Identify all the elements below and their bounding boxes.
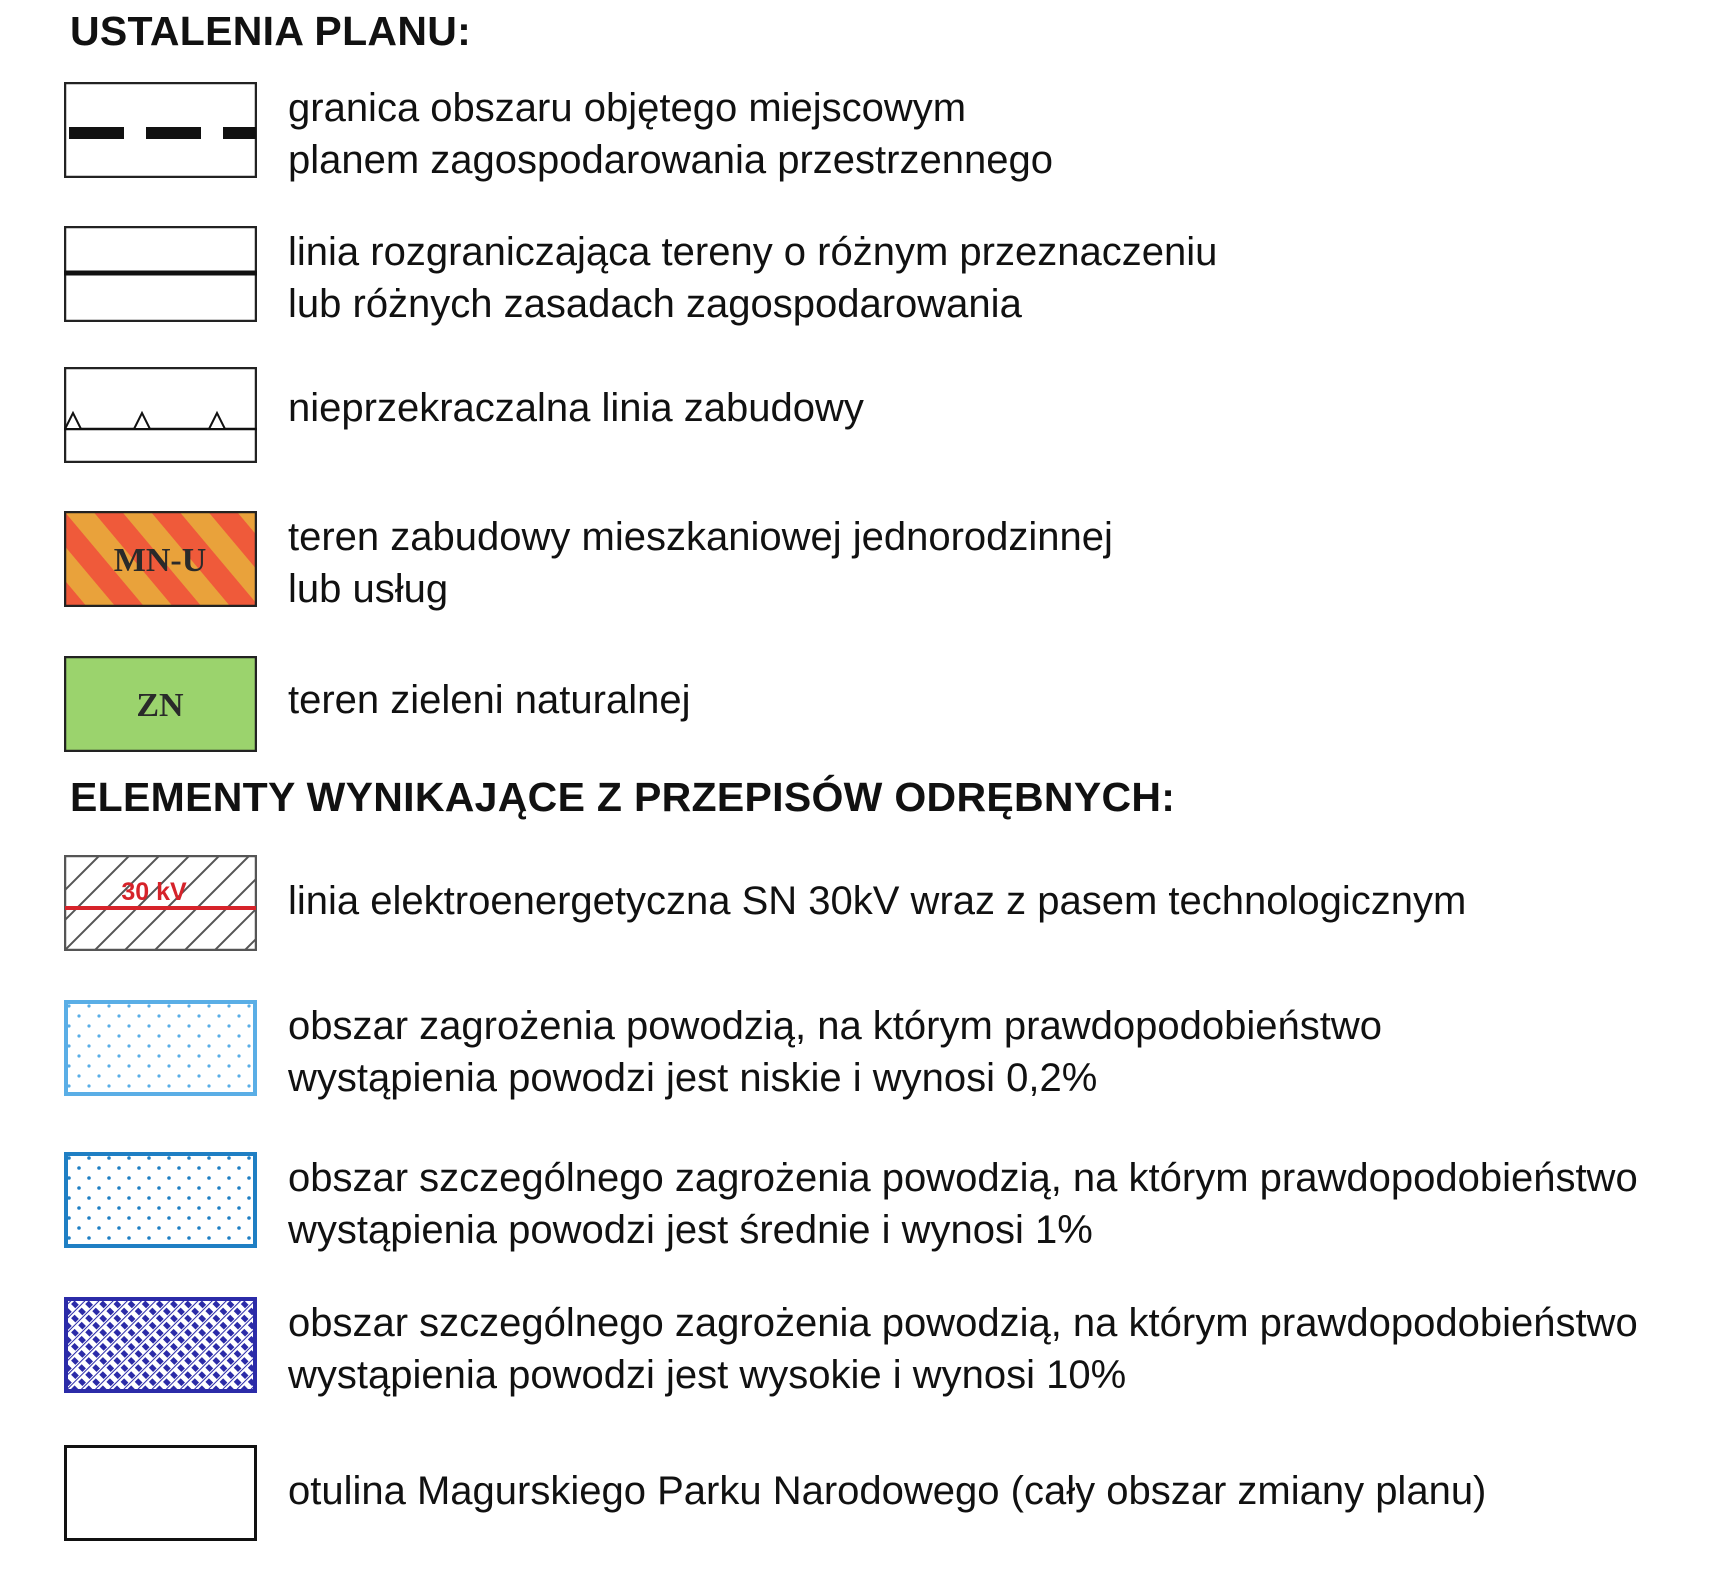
blue-dotted-swatch-icon bbox=[64, 1152, 257, 1248]
empty-outline-swatch-icon bbox=[64, 1445, 257, 1541]
legend-item-flood-medium: obszar szczególnego zagrożenia powodzią,… bbox=[64, 1152, 1724, 1252]
legend-label: linia rozgraniczająca tereny o różnym pr… bbox=[288, 230, 1218, 326]
legend-label: granica obszaru objętego miejscowym plan… bbox=[288, 86, 1053, 182]
voltage-label: 30 kV bbox=[121, 878, 187, 906]
legend-item-power-line: 30 kV linia elektroenergetyczna SN 30kV … bbox=[64, 855, 1724, 955]
legend-label: linia elektroenergetyczna SN 30kV wraz z… bbox=[288, 879, 1467, 923]
legend-item-zn: ZN teren zieleni naturalnej bbox=[64, 656, 1724, 756]
legend-item-flood-low: obszar zagrożenia powodzią, na którym pr… bbox=[64, 1000, 1724, 1100]
legend-item-flood-high: obszar szczególnego zagrożenia powodzią,… bbox=[64, 1297, 1724, 1397]
zone-code-mnu: MN-U bbox=[114, 542, 207, 579]
legend-label: nieprzekraczalna linia zabudowy bbox=[288, 386, 864, 430]
legend-item-park-buffer: otulina Magurskiego Parku Narodowego (ca… bbox=[64, 1445, 1724, 1545]
light-blue-dotted-swatch-icon bbox=[64, 1000, 257, 1096]
green-zone-swatch-icon: ZN bbox=[64, 656, 257, 752]
section-title-plan: USTALENIA PLANU: bbox=[70, 8, 472, 54]
legend-label: teren zabudowy mieszkaniowej jednorodzin… bbox=[288, 515, 1113, 611]
legend-label: otulina Magurskiego Parku Narodowego (ca… bbox=[288, 1469, 1487, 1513]
legend-label: obszar szczególnego zagrożenia powodzią,… bbox=[288, 1301, 1638, 1397]
legend-item-dividing-line: linia rozgraniczająca tereny o różnym pr… bbox=[64, 226, 1724, 326]
legend-item-plan-boundary: granica obszaru objętego miejscowym plan… bbox=[64, 82, 1724, 182]
legend-label: obszar zagrożenia powodzią, na którym pr… bbox=[288, 1004, 1382, 1100]
legend-label: obszar szczególnego zagrożenia powodzią,… bbox=[288, 1156, 1638, 1252]
section-title-other-regulations: ELEMENTY WYNIKAJĄCE Z PRZEPISÓW ODRĘBNYC… bbox=[70, 774, 1176, 820]
legend-label: teren zieleni naturalnej bbox=[288, 678, 691, 722]
power-line-hatched-swatch-icon: 30 kV bbox=[64, 855, 257, 951]
legend-item-building-line: nieprzekraczalna linia zabudowy bbox=[64, 367, 1724, 467]
zone-code-zn: ZN bbox=[136, 687, 184, 724]
building-line-triangles-icon bbox=[64, 367, 257, 463]
solid-dividing-line-icon bbox=[64, 226, 257, 322]
dashed-boundary-line-icon bbox=[64, 82, 257, 178]
striped-zone-swatch-icon: MN-U bbox=[64, 511, 257, 607]
dark-blue-hatched-swatch-icon bbox=[64, 1297, 257, 1393]
legend-item-mnu: MN-U teren zabudowy mieszkaniowej jednor… bbox=[64, 511, 1724, 611]
